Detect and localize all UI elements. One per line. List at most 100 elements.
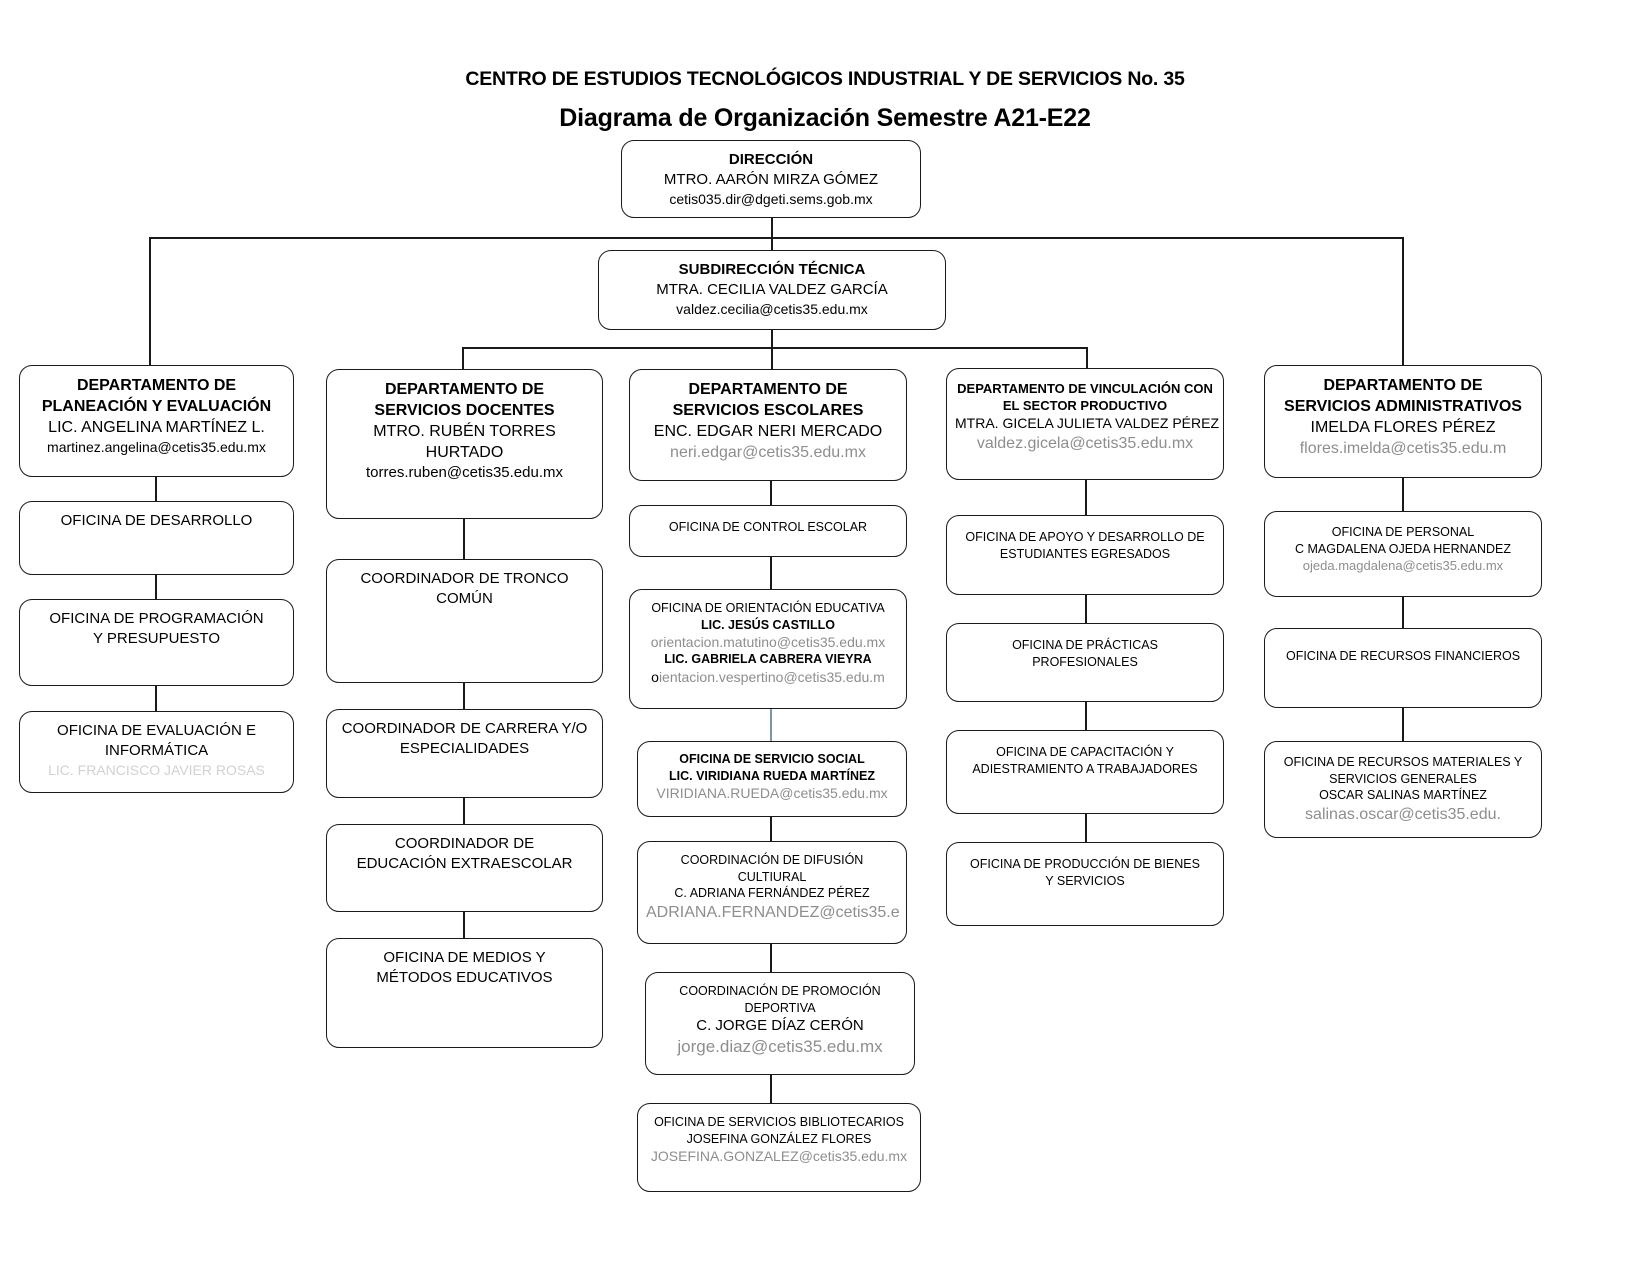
node-oficina-programacion-line1: OFICINA DE PROGRAMACIÓN — [49, 610, 264, 627]
connector-escolares-c5 — [770, 944, 772, 972]
node-difusion-email[interactable]: ADRIANA.FERNANDEZ@cetis35.e — [646, 903, 900, 921]
connector-vinculacion-c4 — [1085, 814, 1087, 842]
node-escolares-email[interactable]: neri.edgar@cetis35.edu.mx — [670, 444, 866, 462]
node-subdireccion-email[interactable]: valdez.cecilia@cetis35.edu.mx — [676, 300, 868, 317]
node-practicas-line2: PROFESIONALES — [1032, 654, 1138, 669]
node-oficina-servicio-social[interactable]: OFICINA DE SERVICIO SOCIAL LIC. VIRIDIAN… — [637, 741, 907, 817]
node-servicio-social-email[interactable]: VIRIDIANA.RUEDA@cetis35.edu.mx — [656, 785, 888, 801]
node-depto-servicios-docentes[interactable]: DEPARTAMENTO DE SERVICIOS DOCENTES MTRO.… — [326, 369, 603, 519]
node-oficina-programacion-presupuesto[interactable]: OFICINA DE PROGRAMACIÓN Y PRESUPUESTO — [19, 599, 294, 686]
node-oficina-evaluacion-informatica[interactable]: OFICINA DE EVALUACIÓN E INFORMÁTICA LIC.… — [19, 711, 294, 793]
node-vinculacion-title-2: EL SECTOR PRODUCTIVO — [1002, 398, 1168, 414]
node-docentes-person-1: MTRO. RUBÉN TORRES — [373, 423, 556, 441]
node-carrera-line2: ESPECIALIDADES — [399, 739, 530, 757]
connector-planeacion-c3 — [155, 685, 157, 711]
connector-sub-drop-docentes — [462, 347, 464, 369]
node-difusion-line1: COORDINACIÓN DE DIFUSIÓN — [680, 853, 864, 867]
node-direccion-person: MTRO. AARÓN MIRZA GÓMEZ — [663, 170, 879, 188]
node-vinculacion-email[interactable]: valdez.gicela@cetis35.edu.mx — [976, 434, 1194, 452]
node-control-escolar-line1: OFICINA DE CONTROL ESCOLAR — [668, 520, 868, 534]
page-title-line1: CENTRO DE ESTUDIOS TECNOLÓGICOS INDUSTRI… — [465, 68, 1185, 90]
connector-escolares-c6 — [770, 1075, 772, 1103]
node-administrativos-title-1: DEPARTAMENTO DE — [1323, 377, 1483, 394]
node-oficina-personal[interactable]: OFICINA DE PERSONAL C MAGDALENA OJEDA HE… — [1264, 511, 1542, 597]
node-personal-email[interactable]: ojeda.magdalena@cetis35.edu.mx — [1302, 558, 1504, 573]
node-escolares-title-2: SERVICIOS ESCOLARES — [672, 402, 864, 420]
node-coordinador-educacion-extraescolar[interactable]: COORDINADOR DE EDUCACIÓN EXTRAESCOLAR — [326, 824, 603, 912]
connector-escolares-c4 — [770, 817, 772, 841]
node-subdireccion-person: MTRA. CECILIA VALDEZ GARCÍA — [656, 280, 888, 298]
node-oficina-control-escolar[interactable]: OFICINA DE CONTROL ESCOLAR — [629, 505, 907, 557]
node-materiales-line2: SERVICIOS GENERALES — [1329, 771, 1477, 786]
node-orientacion-email-2[interactable]: oientacion.vespertino@cetis35.edu.m — [638, 668, 898, 686]
node-depto-servicios-escolares[interactable]: DEPARTAMENTO DE SERVICIOS ESCOLARES ENC.… — [629, 369, 907, 481]
connector-bus-right-drop — [1402, 237, 1404, 365]
node-subdireccion-title: SUBDIRECCIÓN TÉCNICA — [678, 261, 866, 278]
node-oficina-apoyo-desarrollo-egresados[interactable]: OFICINA DE APOYO Y DESARROLLO DE ESTUDIA… — [946, 515, 1224, 595]
connector-escolares-c1 — [770, 481, 772, 505]
node-biblioteca-line1: OFICINA DE SERVICIOS BIBLIOTECARIOS — [654, 1115, 904, 1129]
node-subdireccion-tecnica[interactable]: SUBDIRECCIÓN TÉCNICA MTRA. CECILIA VALDE… — [598, 250, 946, 330]
node-difusion-line3: C. ADRIANA FERNÁNDEZ PÉREZ — [674, 886, 870, 900]
node-produccion-line1: OFICINA DE PRODUCCIÓN DE BIENES — [970, 857, 1200, 871]
connector-sub-drop-vinculacion — [1086, 347, 1088, 369]
node-escolares-person: ENC. EDGAR NERI MERCADO — [653, 423, 883, 441]
connector-subdireccion-bus — [462, 347, 1087, 349]
node-medios-line1: OFICINA DE MEDIOS Y — [383, 949, 546, 966]
node-docentes-email[interactable]: torres.ruben@cetis35.edu.mx — [366, 464, 563, 482]
connector-escolares-c3 — [770, 709, 772, 741]
node-oficina-programacion-line2: Y PRESUPUESTO — [93, 629, 220, 647]
node-coordinador-tronco-comun[interactable]: COORDINADOR DE TRONCO COMÚN — [326, 559, 603, 683]
node-deportiva-line1: COORDINACIÓN DE PROMOCIÓN — [679, 984, 881, 998]
connector-vinculacion-c3 — [1085, 702, 1087, 730]
node-vinculacion-person: MTRA. GICELA JULIETA VALDEZ PÉREZ — [955, 415, 1219, 432]
node-oficina-practicas-profesionales[interactable]: OFICINA DE PRÁCTICAS PROFESIONALES — [946, 623, 1224, 702]
node-docentes-title-2: SERVICIOS DOCENTES — [374, 402, 555, 420]
node-oficina-recursos-financieros[interactable]: OFICINA DE RECURSOS FINANCIEROS — [1264, 628, 1542, 708]
connector-escolares-c2 — [770, 557, 772, 589]
node-biblioteca-email[interactable]: JOSEFINA.GONZALEZ@cetis35.edu.mx — [650, 1148, 908, 1164]
connector-administrativos-c1 — [1402, 478, 1404, 511]
node-planeacion-email[interactable]: martinez.angelina@cetis35.edu.mx — [47, 439, 266, 456]
node-depto-planeacion-evaluacion[interactable]: DEPARTAMENTO DE PLANEACIÓN Y EVALUACIÓN … — [19, 365, 294, 477]
connector-planeacion-c2 — [155, 574, 157, 600]
node-planeacion-title-2: PLANEACIÓN Y EVALUACIÓN — [41, 398, 272, 416]
node-oficina-evaluacion-line1: OFICINA DE EVALUACIÓN E — [57, 722, 256, 739]
node-oficina-recursos-materiales[interactable]: OFICINA DE RECURSOS MATERIALES Y SERVICI… — [1264, 741, 1542, 838]
node-personal-line1: OFICINA DE PERSONAL — [1331, 525, 1475, 539]
node-oficina-servicios-bibliotecarios[interactable]: OFICINA DE SERVICIOS BIBLIOTECARIOS JOSE… — [637, 1103, 921, 1192]
node-docentes-title-1: DEPARTAMENTO DE — [384, 381, 545, 398]
node-oficina-desarrollo[interactable]: OFICINA DE DESARROLLO — [19, 501, 294, 575]
node-oficina-medios-metodos[interactable]: OFICINA DE MEDIOS Y MÉTODOS EDUCATIVOS — [326, 938, 603, 1048]
node-oficina-produccion-bienes-servicios[interactable]: OFICINA DE PRODUCCIÓN DE BIENES Y SERVIC… — [946, 842, 1224, 926]
node-coordinacion-promocion-deportiva[interactable]: COORDINACIÓN DE PROMOCIÓN DEPORTIVA C. J… — [645, 972, 915, 1075]
node-administrativos-person: IMELDA FLORES PÉREZ — [1310, 419, 1496, 437]
node-egresados-line2: ESTUDIANTES EGRESADOS — [999, 546, 1171, 561]
node-oficina-evaluacion-line2: INFORMÁTICA — [104, 741, 209, 759]
node-difusion-line2: CULTIURAL — [737, 869, 807, 884]
node-direccion-email[interactable]: cetis035.dir@dgeti.sems.gob.mx — [669, 190, 873, 207]
node-direccion[interactable]: DIRECCIÓN MTRO. AARÓN MIRZA GÓMEZ cetis0… — [621, 140, 921, 218]
node-depto-vinculacion-sector-productivo[interactable]: DEPARTAMENTO DE VINCULACIÓN CON EL SECTO… — [946, 368, 1224, 480]
node-extraescolar-line1: COORDINADOR DE — [394, 835, 535, 852]
node-coordinador-carrera-especialidades[interactable]: COORDINADOR DE CARRERA Y/O ESPECIALIDADE… — [326, 709, 603, 798]
node-deportiva-line3: C. JORGE DÍAZ CERÓN — [696, 1017, 864, 1034]
node-medios-line2: MÉTODOS EDUCATIVOS — [376, 968, 553, 986]
node-materiales-line3: OSCAR SALINAS MARTÍNEZ — [1319, 788, 1487, 802]
node-materiales-email[interactable]: salinas.oscar@cetis35.edu. — [1305, 805, 1501, 823]
node-administrativos-email[interactable]: flores.imelda@cetis35.edu.m — [1299, 440, 1507, 458]
connector-sub-drop-escolares — [771, 347, 773, 369]
connector-planeacion-c1 — [155, 476, 157, 502]
node-orientacion-email-1[interactable]: orientacion.matutino@cetis35.edu.mx — [650, 634, 886, 650]
connector-administrativos-c2 — [1402, 597, 1404, 628]
node-escolares-title-1: DEPARTAMENTO DE — [688, 381, 848, 398]
node-oficina-desarrollo-line1: OFICINA DE DESARROLLO — [60, 512, 253, 529]
node-oficina-capacitacion-adiestramiento[interactable]: OFICINA DE CAPACITACIÓN Y ADIESTRAMIENTO… — [946, 730, 1224, 814]
node-deportiva-email[interactable]: jorge.diaz@cetis35.edu.mx — [677, 1036, 883, 1056]
connector-docentes-c3 — [463, 798, 465, 824]
node-depto-servicios-administrativos[interactable]: DEPARTAMENTO DE SERVICIOS ADMINISTRATIVO… — [1264, 365, 1542, 478]
node-orientacion-email-2-body: ientacion.vespertino@cetis35.edu.m — [658, 668, 885, 685]
node-coordinacion-difusion-cultural[interactable]: COORDINACIÓN DE DIFUSIÓN CULTIURAL C. AD… — [637, 841, 907, 944]
node-oficina-orientacion-educativa[interactable]: OFICINA DE ORIENTACIÓN EDUCATIVA LIC. JE… — [629, 589, 907, 709]
node-biblioteca-line2: JOSEFINA GONZÁLEZ FLORES — [686, 1131, 872, 1146]
